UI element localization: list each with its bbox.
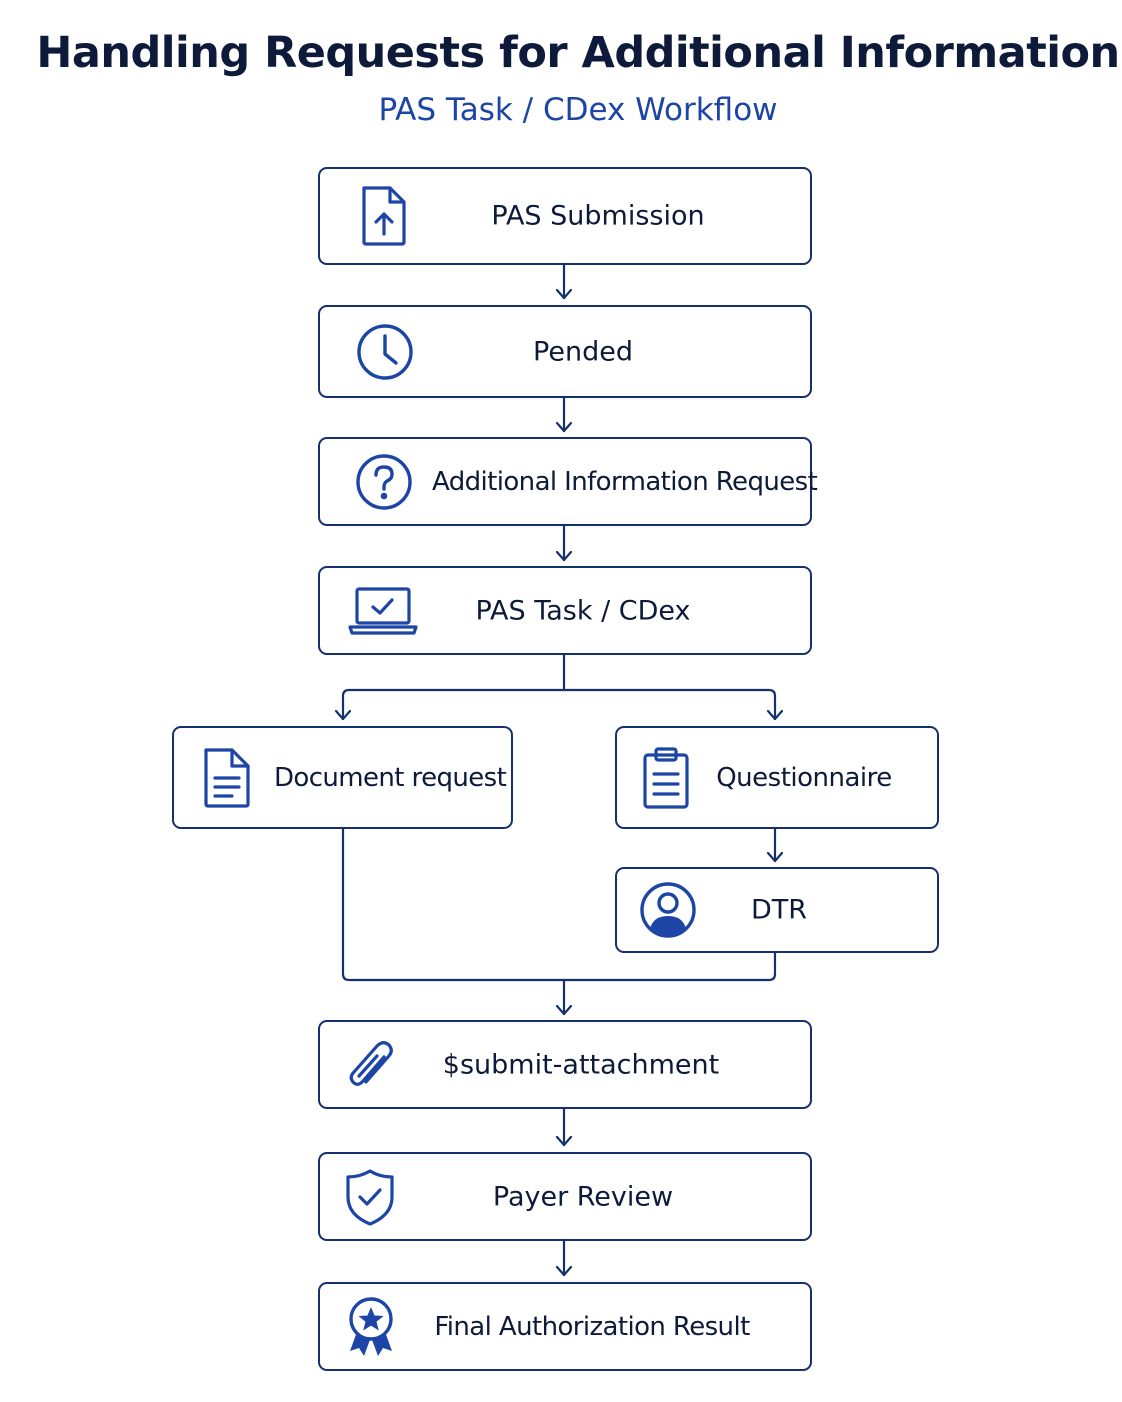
node-additional-info-request: Additional Information Request (318, 437, 818, 526)
document-icon (202, 746, 252, 810)
node-questionnaire: Questionnaire (615, 726, 939, 829)
node-label: Pended (533, 336, 633, 367)
node-label: Final Authorization Result (434, 1311, 750, 1342)
node-dtr: DTR (615, 867, 939, 953)
user-circle-icon (639, 881, 697, 939)
node-pas-task-cdex: PAS Task / CDex (318, 566, 812, 655)
diagram-subtitle: PAS Task / CDex Workflow (378, 92, 778, 128)
clock-icon (355, 322, 415, 382)
paperclip-icon (346, 1035, 396, 1095)
node-label: Payer Review (492, 1181, 674, 1212)
connector-pended-to-request (555, 396, 573, 433)
node-label: DTR (750, 894, 808, 926)
clipboard-icon (641, 746, 691, 810)
node-final-authorization-result: Final Authorization Result (318, 1282, 812, 1371)
connector-review-to-result (555, 1239, 573, 1277)
connector-request-to-task (555, 524, 573, 562)
node-pended: Pended (318, 305, 812, 398)
node-label: Document request (274, 762, 507, 793)
connector-submission-to-pended (555, 263, 573, 300)
node-pas-submission: PAS Submission (318, 167, 812, 265)
node-label: PAS Task / CDex (475, 595, 691, 626)
connector-merge-to-attachment (341, 827, 777, 1016)
diagram-title: Handling Requests for Additional Informa… (36, 28, 1120, 78)
node-label: $submit-attachment (442, 1049, 720, 1080)
node-document-request: Document request (172, 726, 513, 829)
connector-questionnaire-to-dtr (766, 827, 784, 863)
node-label: PAS Submission (491, 200, 705, 232)
connector-attachment-to-review (555, 1107, 573, 1147)
file-upload-icon (358, 184, 410, 248)
question-circle-icon (355, 453, 413, 511)
connector-task-split (334, 653, 784, 721)
shield-check-icon (344, 1167, 396, 1227)
node-payer-review: Payer Review (318, 1152, 812, 1241)
node-label: Questionnaire (716, 762, 892, 793)
award-icon (344, 1295, 398, 1359)
node-label: Additional Information Request (432, 466, 818, 497)
node-submit-attachment: $submit-attachment (318, 1020, 812, 1109)
laptop-check-icon (348, 585, 418, 637)
